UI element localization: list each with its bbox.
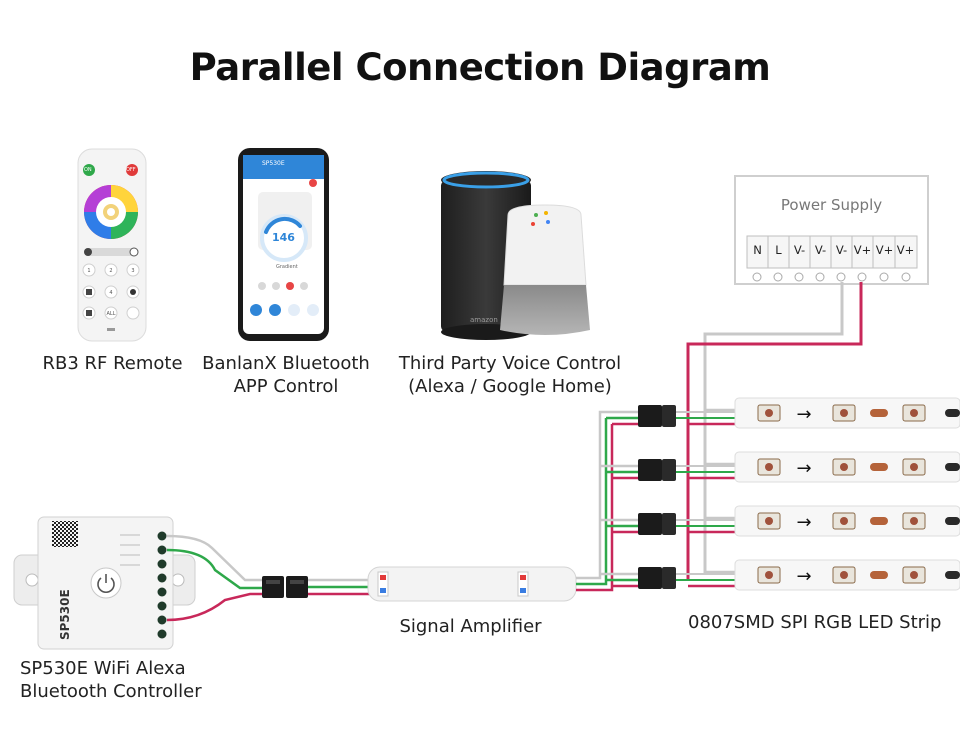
- svg-text:→: →: [796, 458, 811, 479]
- svg-text:2: 2: [109, 268, 112, 274]
- amazon-logo-text: amazon: [470, 316, 498, 324]
- sp530e-controller: [13, 516, 196, 650]
- remote-off-text: OFF: [126, 167, 136, 173]
- power-supply: [734, 175, 929, 285]
- power-branch-wires: [688, 408, 735, 588]
- app-label-line1: BanlanX Bluetooth: [202, 353, 370, 374]
- terminal-v-minus-3: V-: [835, 243, 848, 257]
- terminal-v-plus-2: V+: [875, 243, 894, 257]
- svg-text:1: 1: [87, 268, 90, 274]
- strip-connectors: [638, 405, 676, 589]
- remote-on-text: ON: [84, 167, 92, 173]
- phone-screen-title: SP530E: [262, 160, 285, 167]
- connector-leads: [676, 411, 735, 581]
- mid-wires: [308, 578, 370, 596]
- led-strip-3: →: [734, 505, 960, 537]
- led-strip-1: →: [734, 397, 960, 429]
- terminal-n: N: [753, 243, 762, 257]
- controller-wires: [166, 534, 262, 622]
- amp-output-wires: [576, 410, 638, 592]
- power-wires: [686, 282, 863, 580]
- voice-label-line2: (Alexa / Google Home): [408, 376, 612, 397]
- diagram-title: Parallel Connection Diagram: [189, 46, 771, 89]
- svg-text:→: →: [796, 512, 811, 533]
- controller-label-line1: SP530E WiFi Alexa: [20, 658, 186, 679]
- terminal-l: L: [775, 243, 782, 257]
- controller-label-line2: Bluetooth Controller: [20, 681, 202, 702]
- voice-label-line1: Third Party Voice Control: [398, 353, 622, 374]
- phone: [238, 148, 329, 341]
- app-label-line2: APP Control: [233, 376, 339, 397]
- branch-wires: [600, 416, 638, 588]
- svg-text:→: →: [796, 404, 811, 425]
- terminal-v-plus-3: V+: [896, 243, 915, 257]
- svg-text:4: 4: [109, 290, 112, 296]
- svg-text:ALL: ALL: [107, 311, 116, 317]
- svg-text:3: 3: [131, 268, 134, 274]
- amplifier-label: Signal Amplifier: [399, 616, 542, 637]
- terminal-v-minus-2: V-: [814, 243, 827, 257]
- strip-label: 0807SMD SPI RGB LED Strip: [688, 612, 942, 633]
- phone-value: 146: [272, 231, 295, 244]
- svg-text:→: →: [796, 566, 811, 587]
- google-home: [500, 204, 590, 335]
- terminal-v-minus-1: V-: [793, 243, 806, 257]
- controller-model-text: SP530E: [58, 589, 72, 640]
- remote-label: RB3 RF Remote: [42, 353, 183, 374]
- sm-connector: [262, 576, 308, 598]
- led-strip-4: →: [734, 559, 960, 591]
- power-supply-title: Power Supply: [780, 196, 883, 214]
- phone-mode: Gradient: [276, 264, 298, 270]
- terminal-v-plus-1: V+: [853, 243, 872, 257]
- led-strip-2: →: [734, 451, 960, 483]
- signal-amplifier: [367, 566, 577, 602]
